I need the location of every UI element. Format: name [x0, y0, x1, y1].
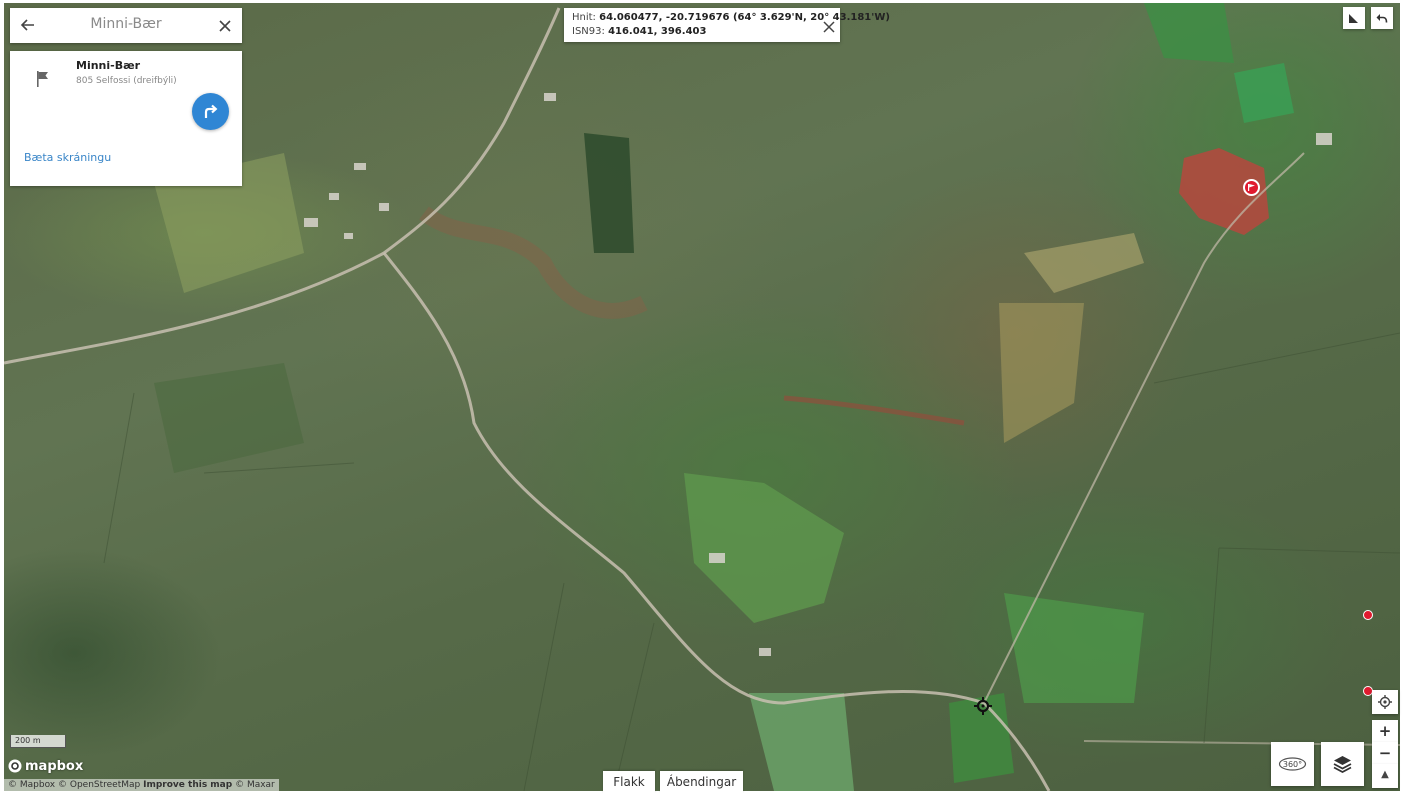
measure-button[interactable] [1343, 7, 1365, 29]
close-coordinates-button[interactable] [822, 19, 836, 33]
hnit-row: Hnit: 64.060477, -20.719676 (64° 3.629'N… [572, 12, 890, 23]
hnit-label: Hnit: [572, 12, 596, 23]
pano-label: 360° [1283, 760, 1302, 769]
panorama-360-icon: 360° [1278, 757, 1307, 771]
compass-icon: ▲ [1381, 769, 1389, 780]
directions-button[interactable] [192, 93, 229, 130]
layers-button[interactable] [1321, 742, 1364, 786]
layers-icon [1333, 756, 1352, 774]
tab-flakk[interactable]: Flakk [603, 771, 655, 793]
attribution-osm[interactable]: © OpenStreetMap [58, 780, 141, 790]
isn-value: 416.041, 396.403 [608, 26, 707, 37]
place-address: 805 Selfossi (dreifbýli) [76, 76, 177, 86]
back-button[interactable] [18, 15, 38, 35]
ruler-icon [1349, 14, 1358, 23]
mapbox-logo-text: mapbox [25, 758, 84, 774]
isn-label: ISN93: [572, 26, 605, 37]
improve-map-link[interactable]: Improve this map [143, 780, 233, 790]
close-icon [219, 20, 231, 32]
search-title[interactable]: Minni-Bær [90, 16, 162, 32]
location-target-icon [1378, 695, 1392, 709]
crosshair-icon [974, 697, 992, 715]
search-bar: Minni-Bær [10, 8, 242, 43]
attribution-mapbox[interactable]: © Mapbox [8, 780, 56, 790]
isn-row: ISN93: 416.041, 396.403 [572, 26, 706, 37]
attribution-maxar[interactable]: © Maxar [235, 780, 275, 790]
turn-right-icon [204, 104, 218, 118]
reply-arrow-icon [1376, 14, 1388, 23]
flag-icon [35, 70, 51, 88]
hnit-value: 64.060477, -20.719676 (64° 3.629'N, 20° … [599, 12, 890, 23]
arrow-left-icon [20, 19, 34, 31]
close-icon [823, 21, 835, 33]
locate-button[interactable] [1372, 690, 1398, 714]
tab-directions[interactable]: Ábendingar [660, 771, 743, 793]
zoom-out-button[interactable]: − [1372, 742, 1398, 764]
scale-bar: 200 m [10, 735, 66, 748]
mapbox-logo-icon [8, 759, 22, 773]
improve-listing-link[interactable]: Bæta skráningu [24, 151, 112, 164]
quarry-marker[interactable] [1243, 179, 1260, 196]
place-name: Minni-Bær [76, 59, 141, 72]
mapbox-logo[interactable]: mapbox [8, 758, 83, 774]
coordinates-box: Hnit: 64.060477, -20.719676 (64° 3.629'N… [564, 8, 890, 42]
satellite-map[interactable] [4, 3, 1400, 791]
zoom-in-button[interactable]: + [1372, 720, 1398, 742]
compass-button[interactable]: ▲ [1372, 764, 1398, 788]
share-button[interactable] [1371, 7, 1393, 29]
map-attribution: © Mapbox © OpenStreetMap Improve this ma… [4, 779, 279, 792]
close-search-button[interactable] [215, 16, 235, 36]
crosshair-marker [974, 697, 992, 715]
place-card: Minni-Bær 805 Selfossi (dreifbýli) Bæta … [10, 51, 242, 186]
panorama-360-button[interactable]: 360° [1271, 742, 1314, 786]
flag-icon [1248, 184, 1255, 191]
map-terrain [4, 3, 1400, 791]
